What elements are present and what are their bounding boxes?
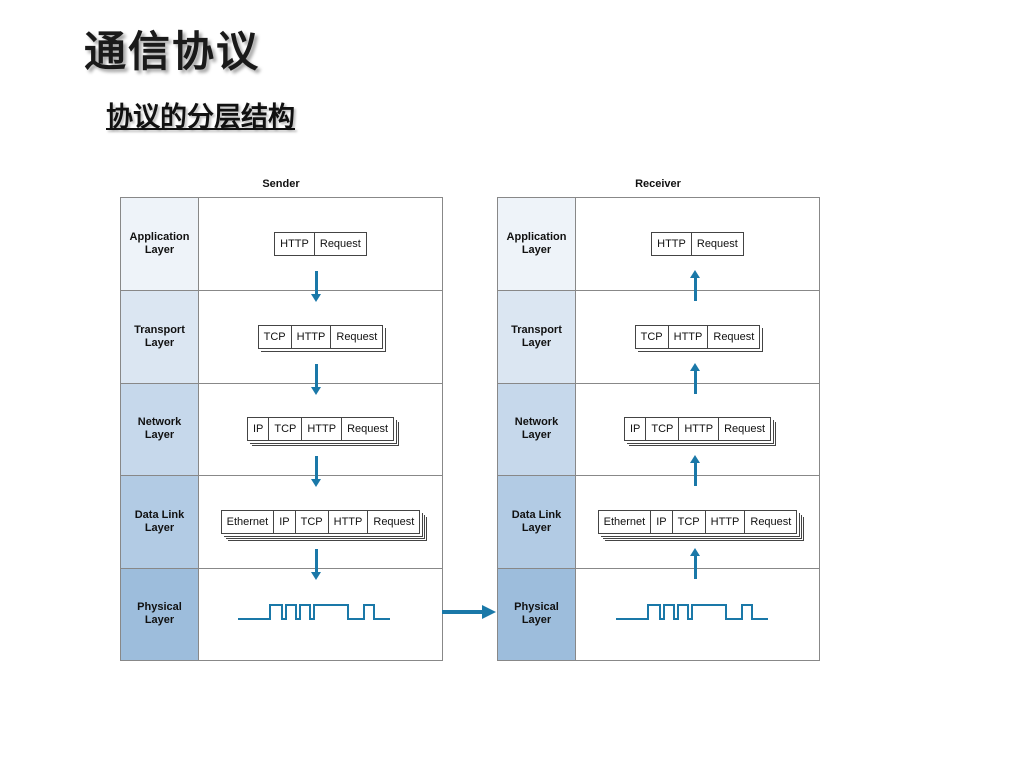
sender-layer-label: Transport Layer <box>121 291 199 383</box>
packet-segment: HTTP <box>652 233 691 256</box>
receiver-layer-label: Transport Layer <box>498 291 576 383</box>
sender-layer-label: Data Link Layer <box>121 476 199 568</box>
down-arrow-icon <box>310 456 321 488</box>
packet-segment: TCP <box>268 418 302 441</box>
slide-title: 通信协议 <box>84 27 261 76</box>
packet-segment: Ethernet <box>598 510 651 533</box>
packet-segment: TCP <box>635 326 668 349</box>
sender-heading: Sender <box>262 178 300 190</box>
down-arrow-icon <box>310 548 321 580</box>
receiver-layer-label: Physical Layer <box>498 568 576 660</box>
packet-segment: HTTP <box>704 510 745 533</box>
receiver-heading: Receiver <box>635 178 681 190</box>
packet-segment: Request <box>330 326 383 349</box>
down-arrow-icon <box>310 271 321 303</box>
receiver-layer-label: Network Layer <box>498 383 576 476</box>
packet-segment: Ethernet <box>221 510 274 533</box>
packet-segment: Request <box>718 418 771 441</box>
packet-segment: TCP <box>671 510 705 533</box>
receiver-layer-label: Application Layer <box>498 198 576 291</box>
packet-segment: HTTP <box>678 418 719 441</box>
receiver-layer-content <box>576 569 819 660</box>
packet-segment: IP <box>624 418 646 441</box>
packet-segment: Request <box>313 233 366 256</box>
receiver-layer-label: Data Link Layer <box>498 476 576 568</box>
sender-layer-label: Network Layer <box>121 383 199 476</box>
up-arrow-icon <box>689 270 700 302</box>
packet-segment: TCP <box>645 418 679 441</box>
receiver-layer-row: Physical Layer <box>498 567 819 660</box>
up-arrow-icon <box>689 455 700 487</box>
sender-layer-content <box>199 569 442 660</box>
packet-segment: TCP <box>258 326 291 349</box>
sender-layer-row: Physical Layer <box>121 567 442 660</box>
sender-layer-label: Physical Layer <box>121 568 199 660</box>
packet-segment: HTTP <box>275 233 314 256</box>
packet-segment: Request <box>341 418 394 441</box>
packet-segment: IP <box>650 510 672 533</box>
up-arrow-icon <box>689 362 700 394</box>
down-arrow-icon <box>310 363 321 395</box>
packet-segment: Request <box>367 510 420 533</box>
packet-segment: Request <box>707 326 760 349</box>
packet-segment: HTTP <box>290 326 331 349</box>
packet-segment: TCP <box>294 510 328 533</box>
packet-segment: Request <box>690 233 743 256</box>
packet-segment: IP <box>273 510 295 533</box>
packet-segment: HTTP <box>301 418 342 441</box>
packet-segment: HTTP <box>667 326 708 349</box>
right-arrow-icon <box>482 605 496 619</box>
sender-layer-label: Application Layer <box>121 198 199 291</box>
slide-subtitle: 协议的分层结构 <box>106 102 295 133</box>
packet-segment: HTTP <box>327 510 368 533</box>
packet-segment: Request <box>744 510 797 533</box>
up-arrow-icon <box>689 547 700 579</box>
packet-segment: IP <box>247 418 269 441</box>
